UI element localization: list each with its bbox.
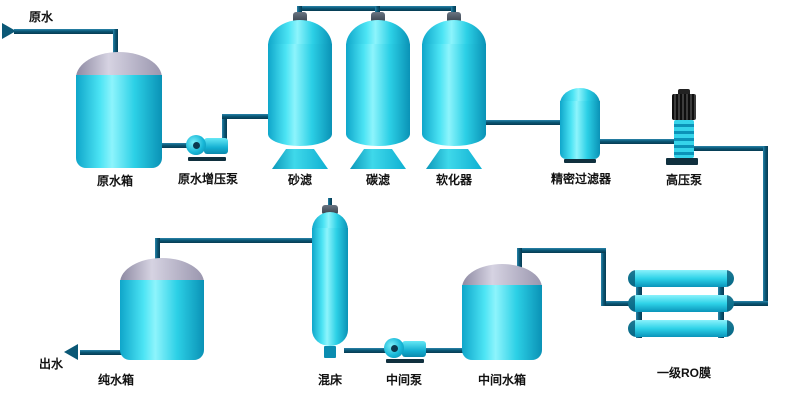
booster-pump-base bbox=[188, 157, 226, 161]
mixed-bed-dome bbox=[312, 212, 348, 230]
intermediate-tank-body bbox=[462, 285, 542, 360]
intermediate-pump-base bbox=[386, 359, 424, 363]
mixed-bed-cap bbox=[322, 205, 338, 214]
precision-filter-label: 精密过滤器 bbox=[550, 172, 612, 186]
pipe-into-puretank bbox=[155, 238, 160, 270]
raw-water-tank-label: 原水箱 bbox=[96, 174, 134, 188]
ro-tube-2 bbox=[628, 295, 734, 312]
pipe-ro-inlet bbox=[722, 301, 768, 306]
softener-dome bbox=[422, 20, 486, 46]
carbon-filter-cap bbox=[371, 12, 385, 22]
pipe-itank-to-ipump bbox=[420, 348, 464, 353]
carbon-filter-body bbox=[346, 44, 410, 146]
high-pressure-pump-base bbox=[666, 158, 698, 165]
booster-pump-motor bbox=[204, 138, 228, 154]
pipe-precision-to-hp bbox=[598, 139, 676, 144]
pipe-inlet-vertical bbox=[113, 29, 118, 63]
softener-cap bbox=[447, 12, 461, 22]
pure-water-tank-label: 纯水箱 bbox=[97, 373, 135, 387]
pipe-booster-to-sand bbox=[222, 114, 271, 119]
pipe-softener-top-riser bbox=[451, 6, 456, 16]
pipe-booster-riser bbox=[222, 114, 227, 146]
mixed-bed-stand bbox=[324, 346, 336, 358]
pipe-hp-out bbox=[694, 146, 768, 151]
pipe-carbon-top-riser bbox=[375, 6, 380, 16]
pipe-over-intermediate-tank bbox=[517, 248, 606, 253]
mixed-bed-vent-stub bbox=[328, 198, 332, 208]
pipe-ro-outlet bbox=[601, 301, 638, 306]
intermediate-pump-label: 中间泵 bbox=[385, 373, 423, 387]
booster-pump-label: 原水增压泵 bbox=[177, 172, 239, 186]
pipe-sand-top-riser bbox=[297, 6, 302, 16]
inlet-arrow-icon bbox=[2, 23, 16, 39]
carbon-filter-skirt bbox=[350, 149, 406, 169]
mixed-bed-label: 混床 bbox=[317, 373, 343, 387]
sand-filter-dome bbox=[268, 20, 332, 46]
inlet-label: 原水 bbox=[28, 10, 54, 24]
sand-filter-body bbox=[268, 44, 332, 146]
pure-water-tank-body bbox=[120, 280, 204, 360]
pipe-tank-to-booster bbox=[158, 143, 192, 148]
booster-pump-volute bbox=[186, 135, 206, 155]
pipe-softener-to-precision bbox=[484, 120, 562, 125]
sand-filter-skirt bbox=[272, 149, 328, 169]
pipe-puretank-outlet bbox=[80, 350, 122, 355]
intermediate-pump-volute bbox=[384, 338, 404, 358]
softener-body bbox=[422, 44, 486, 146]
precision-filter-body bbox=[560, 101, 600, 159]
raw-water-tank-body bbox=[76, 75, 162, 168]
softener-label: 软化器 bbox=[435, 173, 473, 187]
intermediate-pump-motor bbox=[402, 341, 426, 357]
pipe-right-drop bbox=[763, 146, 768, 306]
sand-filter-label: 砂滤 bbox=[287, 173, 313, 187]
pipe-ipump-to-mixedbed bbox=[344, 348, 386, 353]
precision-filter-base bbox=[564, 159, 596, 163]
sand-filter-cap bbox=[293, 12, 307, 22]
pipe-into-intermediate-tank bbox=[517, 248, 522, 276]
ro-membrane-label: 一级RO膜 bbox=[656, 366, 712, 380]
pipe-mixedbed-to-puretank bbox=[155, 238, 315, 243]
high-pressure-pump-motor bbox=[672, 94, 696, 120]
precision-filter-dome bbox=[560, 88, 600, 104]
softener-skirt bbox=[426, 149, 482, 169]
outlet-label: 出水 bbox=[38, 357, 64, 371]
ro-tube-3 bbox=[628, 320, 734, 337]
intermediate-tank-label: 中间水箱 bbox=[477, 373, 527, 387]
carbon-filter-label: 碳滤 bbox=[365, 173, 391, 187]
high-pressure-pump-column bbox=[674, 120, 694, 158]
pipe-left-riser bbox=[601, 248, 606, 306]
high-pressure-pump-label: 高压泵 bbox=[665, 173, 703, 187]
outlet-arrow-icon bbox=[64, 344, 78, 360]
carbon-filter-dome bbox=[346, 20, 410, 46]
ro-tube-1 bbox=[628, 270, 734, 287]
high-pressure-pump-cap bbox=[678, 89, 690, 95]
pipe-inlet-horizontal bbox=[14, 29, 118, 34]
mixed-bed-body bbox=[312, 228, 348, 346]
